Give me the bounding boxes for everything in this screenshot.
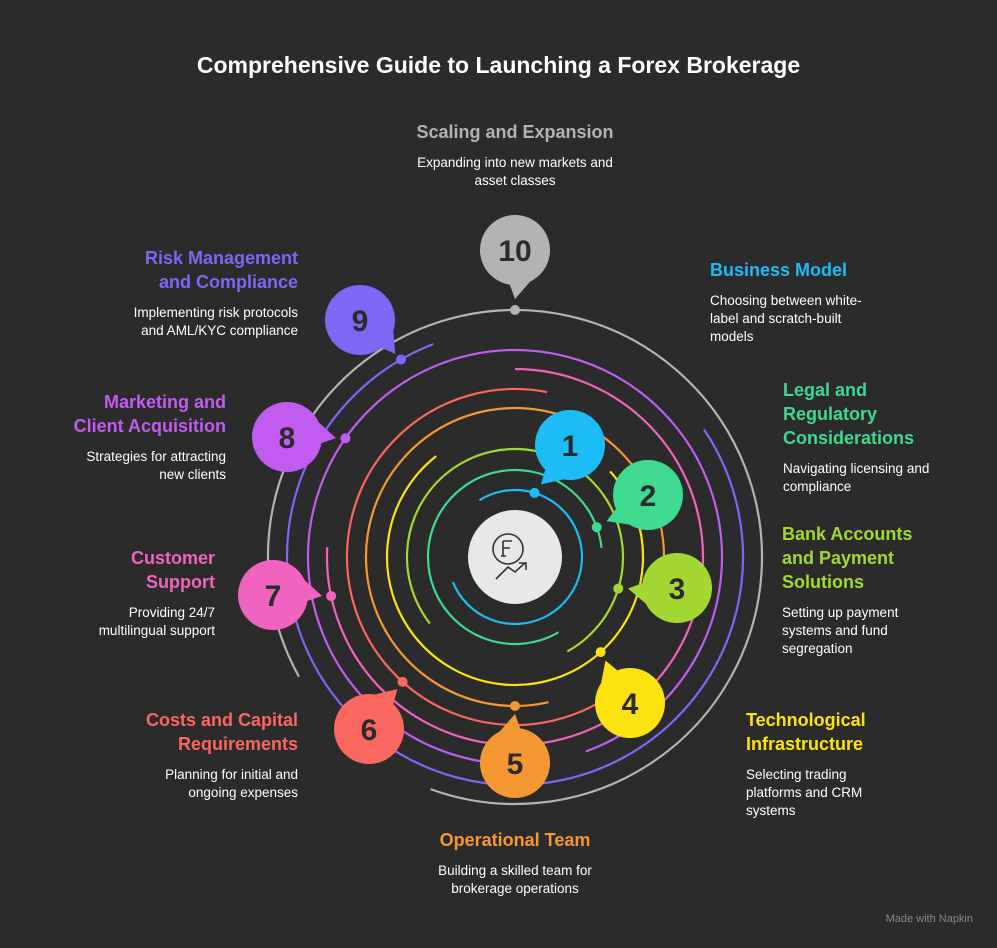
step-desc: Choosing between white-label and scratch… xyxy=(710,293,862,344)
step-desc: Planning for initial and ongoing expense… xyxy=(165,767,298,800)
step-desc: Navigating licensing and compliance xyxy=(783,461,930,494)
step-label-8: Marketing and Client Acquisition Strateg… xyxy=(56,390,226,484)
ring-dot-5 xyxy=(510,701,520,711)
step-label-7: Customer Support Providing 24/7 multilin… xyxy=(70,546,215,640)
step-label-9: Risk Management and Compliance Implement… xyxy=(118,246,298,340)
step-label-6: Costs and Capital Requirements Planning … xyxy=(120,708,298,802)
step-title: Legal and Regulatory Considerations xyxy=(783,380,915,448)
step-badge-1 xyxy=(535,410,605,480)
step-label-3: Bank Accounts and Payment Solutions Sett… xyxy=(782,522,942,658)
center-circle xyxy=(468,510,562,604)
badge-pointer-4 xyxy=(601,660,618,684)
step-title: Risk Management and Compliance xyxy=(144,248,298,292)
badge-pointer-3 xyxy=(628,583,646,604)
step-title: Business Model xyxy=(710,260,848,280)
ring-arc-6 xyxy=(345,387,624,727)
step-number-3: 3 xyxy=(669,573,686,606)
step-desc: Strategies for attracting new clients xyxy=(86,449,226,482)
step-number-8: 8 xyxy=(279,422,296,455)
step-title: Operational Team xyxy=(439,830,591,850)
step-badge-7 xyxy=(238,560,308,630)
step-label-2: Legal and Regulatory Considerations Navi… xyxy=(783,378,953,496)
ring-dot-8 xyxy=(340,433,351,444)
ring-dot-1 xyxy=(529,487,540,498)
badge-pointer-6 xyxy=(374,689,398,704)
step-badge-9 xyxy=(325,285,395,355)
step-badge-6 xyxy=(334,694,404,764)
step-title: Scaling and Expansion xyxy=(416,122,614,142)
step-number-2: 2 xyxy=(640,480,657,513)
ring-dot-4 xyxy=(595,647,606,658)
step-label-10: Scaling and Expansion Expanding into new… xyxy=(405,120,625,190)
step-number-4: 4 xyxy=(622,688,639,721)
step-desc: Implementing risk protocols and AML/KYC … xyxy=(133,305,298,338)
badge-pointer-5 xyxy=(499,714,521,732)
step-number-9: 9 xyxy=(352,305,369,338)
step-desc: Selecting trading platforms and CRM syst… xyxy=(746,767,863,818)
step-badge-10 xyxy=(480,215,550,285)
step-label-5: Operational Team Building a skilled team… xyxy=(395,828,635,898)
step-title: Costs and Capital Requirements xyxy=(145,710,298,754)
step-title: Customer Support xyxy=(130,548,215,592)
ring-arc-2 xyxy=(426,468,603,646)
badge-pointer-1 xyxy=(540,469,564,485)
ring-arc-4 xyxy=(385,455,645,687)
ring-dot-3 xyxy=(613,583,624,594)
step-badge-5 xyxy=(480,728,550,798)
footer-credit: Made with Napkin xyxy=(885,913,973,925)
badge-pointer-2 xyxy=(606,509,630,525)
step-title: Technological Infrastructure xyxy=(746,710,866,754)
step-title: Bank Accounts and Payment Solutions xyxy=(782,524,913,592)
step-title: Marketing and Client Acquisition xyxy=(73,392,226,436)
ring-dot-2 xyxy=(591,522,602,533)
step-badge-8 xyxy=(252,402,322,472)
badge-pointer-7 xyxy=(304,580,322,601)
step-badge-3 xyxy=(642,553,712,623)
step-desc: Expanding into new markets and asset cla… xyxy=(417,155,613,188)
badge-pointer-10 xyxy=(509,281,531,299)
step-number-10: 10 xyxy=(498,235,531,268)
step-desc: Setting up payment systems and fund segr… xyxy=(782,605,899,656)
step-badge-2 xyxy=(613,460,683,530)
step-number-7: 7 xyxy=(265,580,282,613)
page-title: Comprehensive Guide to Launching a Forex… xyxy=(196,52,801,78)
step-number-6: 6 xyxy=(361,714,378,747)
badge-pointer-9 xyxy=(381,330,396,355)
step-number-1: 1 xyxy=(562,430,579,463)
badge-pointer-8 xyxy=(318,422,336,443)
step-number-5: 5 xyxy=(507,748,524,781)
ring-arc-1 xyxy=(451,488,584,626)
forex-growth-icon xyxy=(492,533,527,580)
ring-dot-6 xyxy=(397,676,408,687)
step-desc: Providing 24/7 multilingual support xyxy=(98,605,215,638)
ring-dot-10 xyxy=(510,305,520,315)
ring-arc-8 xyxy=(306,348,724,766)
step-label-4: Technological Infrastructure Selecting t… xyxy=(746,708,896,820)
step-badge-4 xyxy=(595,668,665,738)
ring-dot-7 xyxy=(326,591,337,602)
step-desc: Building a skilled team for brokerage op… xyxy=(438,863,592,896)
step-label-1: Business Model Choosing between white-la… xyxy=(710,258,910,346)
ring-dot-9 xyxy=(396,354,406,365)
